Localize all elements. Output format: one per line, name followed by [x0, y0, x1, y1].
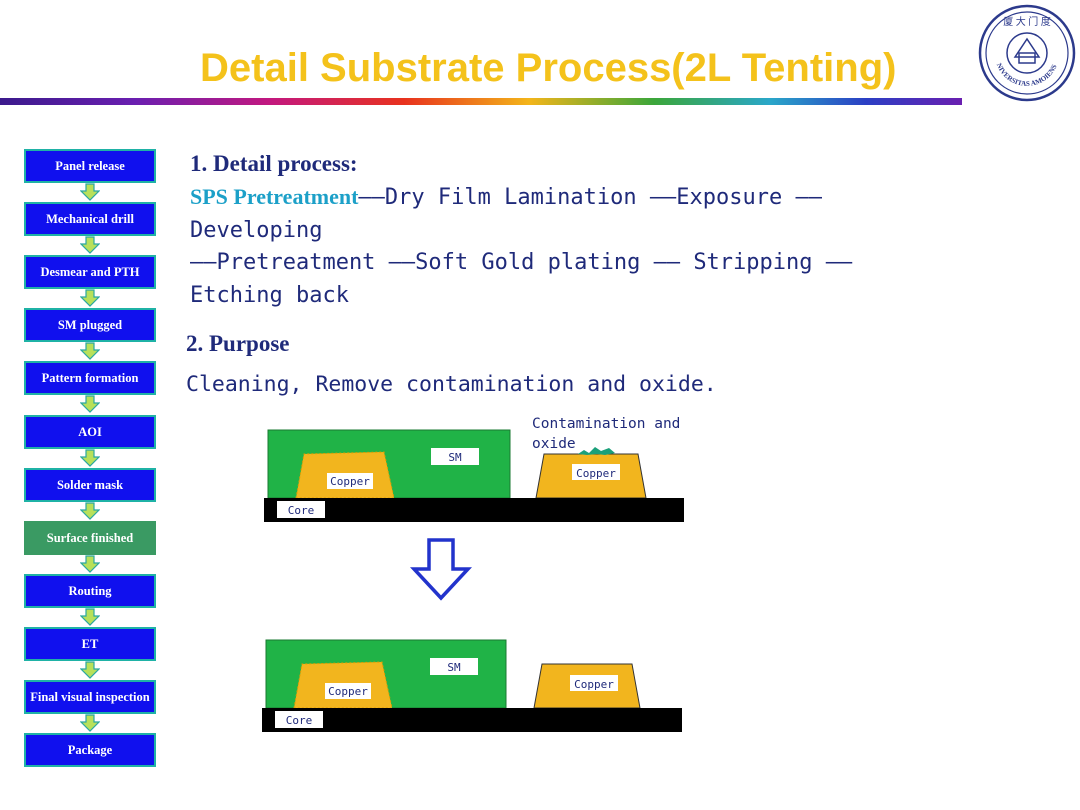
flow-arrow-icon: [80, 661, 100, 679]
purpose-text: Cleaning, Remove contamination and oxide…: [186, 372, 717, 397]
copper-label: Copper: [328, 685, 368, 698]
down-arrow-icon: [410, 538, 472, 601]
sps-pretreatment-text: SPS Pretreatment: [190, 184, 359, 209]
sm-label-box: [430, 658, 478, 675]
copper-label: Copper: [330, 475, 370, 488]
flow-step: ET: [24, 627, 156, 661]
copper-label-box: [327, 473, 373, 489]
flow-arrow-icon: [80, 449, 100, 467]
core-label-box: [277, 501, 325, 518]
flow-arrow-icon: [80, 608, 100, 626]
flow-arrow-icon: [80, 714, 100, 732]
flow-arrow-icon: [80, 555, 100, 573]
core-label: Core: [286, 714, 313, 727]
process-line-4: Etching back: [190, 283, 349, 308]
contamination-mark: [578, 447, 615, 455]
process-line-1-rest: ——Dry Film Lamination ——Exposure ——: [358, 185, 823, 210]
copper-pad-label-box: [572, 464, 620, 480]
copper-label-box: [325, 683, 371, 699]
core-label-box: [275, 711, 323, 728]
flow-step: Routing: [24, 574, 156, 608]
process-line-1: SPS Pretreatment——Dry Film Lamination ——…: [190, 184, 822, 210]
contamination-annotation: Contamination and oxide: [532, 416, 681, 452]
detail-process-heading: 1. Detail process:: [190, 151, 358, 176]
flow-step: AOI: [24, 415, 156, 449]
page-title: Detail Substrate Process(2L Tenting): [200, 46, 897, 90]
copper-pad-label: Copper: [574, 678, 614, 691]
flow-step: Final visual inspection: [24, 680, 156, 714]
flow-step: Solder mask: [24, 468, 156, 502]
flow-arrow-icon: [80, 502, 100, 520]
cross-section-after: SM Copper Copper Core: [262, 639, 682, 732]
flow-step: Desmear and PTH: [24, 255, 156, 289]
copper-pad-label: Copper: [576, 467, 616, 480]
seal-chars: 厦 大 门 度: [1003, 15, 1051, 28]
core-label: Core: [288, 504, 315, 517]
flow-step: Package: [24, 733, 156, 767]
sm-label: SM: [448, 451, 462, 464]
flow-step: SM plugged: [24, 308, 156, 342]
flow-step: Mechanical drill: [24, 202, 156, 236]
title-underline: [0, 98, 962, 105]
flow-arrow-icon: [80, 289, 100, 307]
core-layer: [262, 708, 682, 732]
flow-arrow-icon: [80, 236, 100, 254]
flow-step: Surface finished: [24, 521, 156, 555]
flow-arrow-icon: [80, 395, 100, 413]
copper-pad-label-box: [570, 675, 618, 691]
flow-step: Pattern formation: [24, 361, 156, 395]
process-line-2: Developing: [190, 218, 323, 243]
flow-arrow-icon: [80, 342, 100, 360]
flow-arrow-icon: [80, 183, 100, 201]
sm-label-box: [431, 448, 479, 465]
university-seal-icon: 厦 大 门 度 UNIVERSITAS AMOIENSIS: [977, 3, 1076, 102]
cross-section-before: SM Copper Copper Core: [264, 429, 684, 522]
flow-step: Panel release: [24, 149, 156, 183]
purpose-heading: 2. Purpose: [186, 331, 290, 356]
core-layer: [264, 498, 684, 522]
process-line-3: ——Pretreatment ——Soft Gold plating —— St…: [190, 250, 853, 275]
sm-label: SM: [447, 661, 461, 674]
